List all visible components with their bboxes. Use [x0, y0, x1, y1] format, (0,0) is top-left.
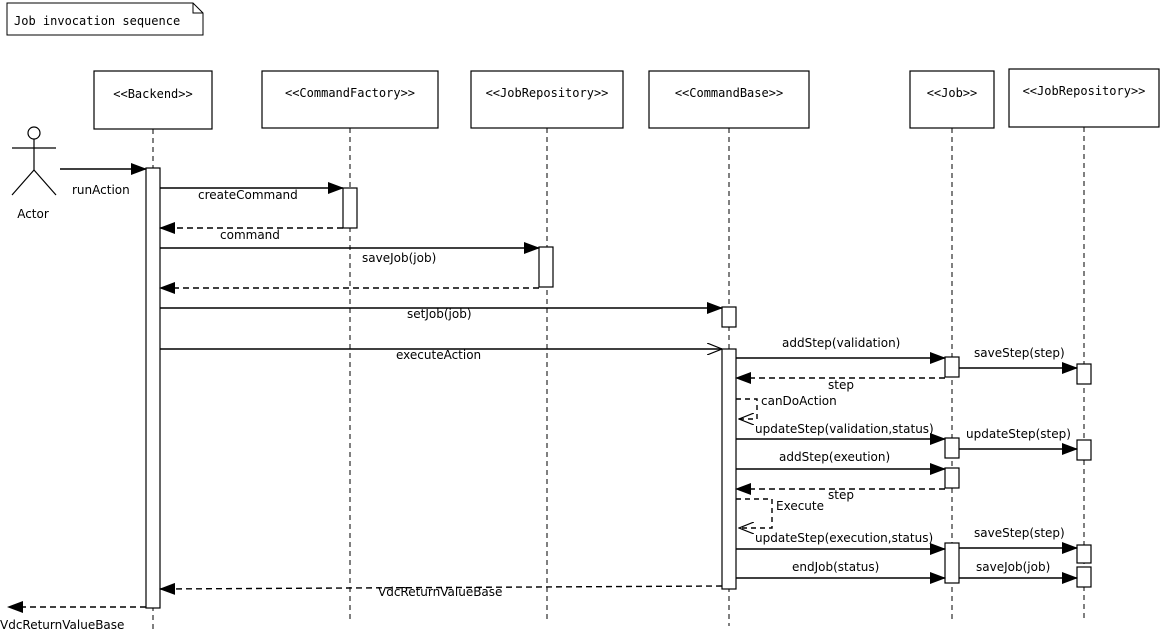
message-label: saveJob(job): [976, 560, 1050, 574]
activation-jobrepo2-savestep-2: [1076, 544, 1092, 564]
participant-jobrepository-label: <<JobRepository>>: [486, 86, 609, 100]
participant-jobrepository: <<JobRepository>>: [470, 70, 624, 129]
message-label: saveJob(job): [362, 251, 436, 265]
activation-jobrepository: [538, 246, 554, 288]
participant-commandbase: <<CommandBase>>: [648, 70, 810, 129]
participant-job: <<Job>>: [909, 70, 995, 129]
message-label: VdcReturnValueBase: [0, 618, 124, 632]
message-candoaction-self: [736, 398, 758, 419]
message-label: runAction: [72, 183, 130, 197]
message-execute-self: [736, 498, 773, 528]
participant-commandfactory-label: <<CommandFactory>>: [285, 86, 415, 100]
activation-jobrepo2-savejob: [1076, 566, 1092, 588]
activation-job-addstep-2: [944, 467, 960, 489]
message-label: Execute: [776, 499, 824, 513]
message-label: command: [220, 228, 280, 242]
actor-figure: [11, 126, 57, 196]
actor-label: Actor: [17, 207, 49, 221]
participant-commandbase-label: <<CommandBase>>: [675, 86, 783, 100]
message-label: addStep(exeution): [779, 450, 890, 464]
participant-backend: <<Backend>>: [93, 70, 213, 130]
message-label: addStep(validation): [782, 336, 900, 350]
message-label: updateStep(validation,status): [755, 422, 934, 436]
note-title: Job invocation sequence: [14, 14, 180, 28]
activation-job-updatestep-1: [944, 437, 960, 459]
message-label: setJob(job): [407, 307, 472, 321]
activation-commandbase-execute: [721, 348, 737, 590]
activation-jobrepo2-updatestep: [1076, 439, 1092, 461]
message-label: saveStep(step): [974, 346, 1065, 360]
activation-job-end: [944, 542, 960, 584]
activation-backend: [145, 167, 161, 609]
participant-jobrepository-2: <<JobRepository>>: [1008, 68, 1160, 128]
message-label: step: [828, 488, 854, 502]
participant-backend-label: <<Backend>>: [113, 87, 192, 101]
message-vdcreturnvaluebase-backend: [159, 582, 723, 595]
message-label: step: [828, 378, 854, 392]
participant-commandfactory: <<CommandFactory>>: [261, 70, 439, 129]
message-label: updateStep(step): [966, 427, 1071, 441]
message-label: createCommand: [198, 188, 298, 202]
activation-commandfactory: [342, 187, 358, 229]
activation-jobrepo2-savestep-1: [1076, 363, 1092, 385]
participant-jobrepository-2-label: <<JobRepository>>: [1023, 84, 1146, 98]
message-label: VdcReturnValueBase: [378, 585, 502, 599]
participant-job-label: <<Job>>: [927, 86, 978, 100]
message-label: saveStep(step): [974, 526, 1065, 540]
activation-commandbase-setjob: [721, 306, 737, 328]
activation-job-addstep-1: [944, 356, 960, 378]
message-label: endJob(status): [792, 560, 879, 574]
message-label: executeAction: [396, 348, 481, 362]
diagram-note: Job invocation sequence: [6, 2, 204, 36]
message-label: canDoAction: [761, 394, 837, 408]
message-label: updateStep(execution,status): [755, 531, 933, 545]
